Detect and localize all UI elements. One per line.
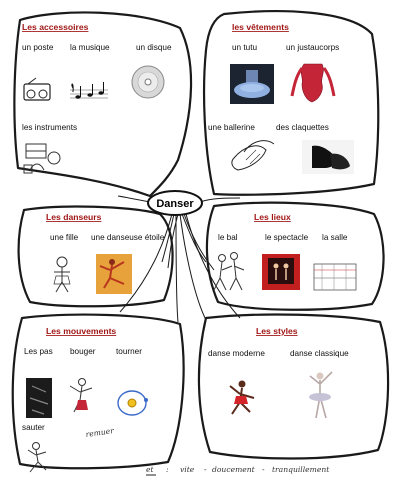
- label-le-bal: le bal: [218, 233, 238, 242]
- label-tourner: tourner: [116, 347, 142, 356]
- heading-lieux: Les lieux: [254, 212, 291, 222]
- center-label: Danser: [156, 198, 194, 210]
- label-un-poste: un poste: [22, 43, 54, 52]
- label-danse-classique: danse classique: [290, 349, 349, 358]
- label-une-fille: une fille: [50, 233, 79, 242]
- ballroom-couple-icon: [213, 252, 245, 291]
- petal-mouvements: [11, 313, 185, 470]
- label-une-danseuse-etoile: une danseuse étoile: [91, 233, 165, 242]
- handwritten-remuer: remuer: [85, 426, 115, 439]
- label-un-justaucorps: un justaucorps: [286, 43, 339, 52]
- girl-dancer-icon: [53, 256, 71, 293]
- center-bubble: [147, 190, 203, 216]
- footer-vite: vite: [180, 465, 195, 474]
- label-une-ballerine: une ballerine: [208, 123, 255, 132]
- tap-shoes-icon: [302, 140, 354, 174]
- petal-vetements: [202, 10, 380, 196]
- label-bouger: bouger: [70, 347, 96, 356]
- disc-icon: [131, 65, 165, 99]
- instruments-icon: [23, 143, 61, 174]
- stage-show-icon: [262, 254, 300, 290]
- label-les-instruments: les instruments: [22, 123, 77, 132]
- label-le-spectacle: le spectacle: [265, 233, 309, 242]
- label-les-pas: Les pas: [24, 347, 53, 356]
- heading-vetements: les vêtements: [232, 22, 289, 32]
- petal-styles: [197, 313, 390, 460]
- leotard-icon: [290, 63, 336, 103]
- footer-tranquillement: tranquillement: [272, 465, 330, 474]
- classical-ballerina-icon: [309, 371, 333, 419]
- footer-dot-1: -: [204, 465, 207, 474]
- heading-mouvements: Les mouvements: [46, 326, 116, 336]
- petal-danseurs: [17, 205, 174, 308]
- ballet-shoe-icon: [231, 140, 275, 171]
- jumping-figure-icon: [27, 442, 47, 473]
- heading-accessoires: Les accessoires: [22, 22, 89, 32]
- footer-colon: :: [166, 465, 169, 474]
- label-la-salle: la salle: [322, 233, 348, 242]
- dance-hall-icon: [313, 263, 357, 291]
- label-un-tutu: un tutu: [232, 43, 257, 52]
- label-danse-moderne: danse moderne: [208, 349, 265, 358]
- footer-et: et: [146, 465, 154, 474]
- heading-styles: Les styles: [256, 326, 298, 336]
- modern-dancer-icon: [229, 380, 255, 415]
- turning-orbit-icon: [117, 390, 148, 416]
- tutu-icon: [230, 64, 274, 104]
- footer-dot-2: -: [262, 465, 265, 474]
- moving-dancer-icon: [69, 378, 93, 413]
- dance-steps-icon: [26, 378, 52, 418]
- star-dancer-icon: [96, 254, 132, 294]
- label-sauter: sauter: [22, 423, 45, 432]
- radio-icon: [23, 77, 51, 101]
- petal-accessoires: [13, 11, 193, 198]
- label-un-disque: un disque: [136, 43, 172, 52]
- connector-lines: [117, 195, 241, 323]
- music-notes-icon: [70, 82, 108, 99]
- footer-doucement: doucement: [212, 465, 256, 474]
- heading-danseurs: Les danseurs: [46, 212, 102, 222]
- label-la-musique: la musique: [70, 43, 110, 52]
- label-des-claquettes: des claquettes: [276, 123, 329, 132]
